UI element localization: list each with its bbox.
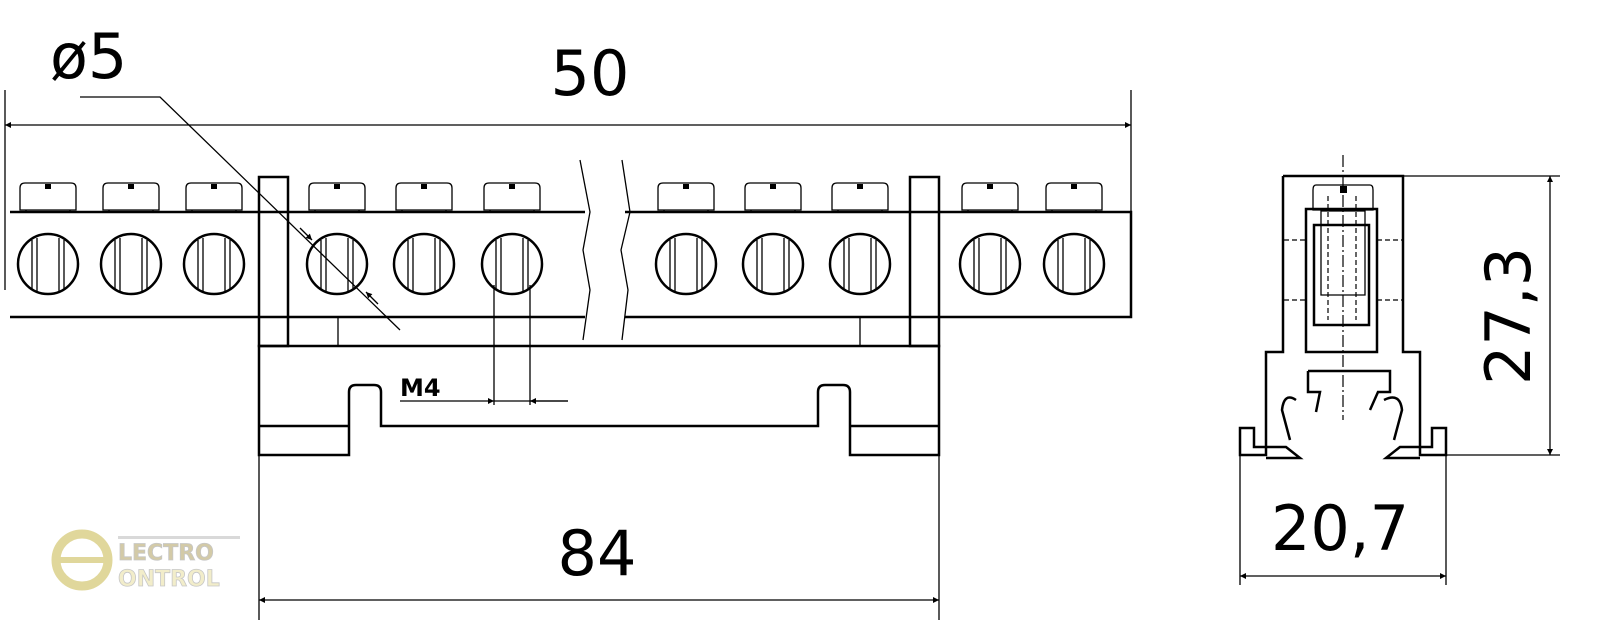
terminal-hole [305,232,369,296]
screw-head [185,182,243,211]
terminal [654,182,718,296]
terminal-hole [741,232,805,296]
terminal-hole [16,232,80,296]
screw-head [961,182,1019,211]
terminal [741,182,805,296]
terminal [392,182,456,296]
terminal-hole [99,232,163,296]
dimension-50: 50 [4,37,1132,290]
front-view [10,159,1133,457]
terminal [99,182,163,296]
dimension-label: 20,7 [1271,492,1409,565]
dimension-label: 27,3 [1472,247,1545,385]
terminals [16,182,1106,296]
terminal [16,182,80,296]
logo-text-2: ONTROL [118,567,220,592]
dimension-hole: ø5 [50,20,401,331]
screw-head [1045,182,1103,211]
bus-bar [10,210,1133,319]
terminal-hole [182,232,246,296]
side-view: 27,3 20,7 [1238,155,1560,585]
dimension-84: 84 [258,455,940,620]
screw-head [395,182,453,211]
dimension-m4: M4 [400,285,568,405]
terminal-hole [1042,232,1106,296]
terminal [182,182,246,296]
screw-head [19,182,77,211]
dimension-label: 50 [551,37,630,110]
dimension-label: M4 [400,374,441,402]
terminal-hole [480,232,544,296]
terminal [958,182,1022,296]
terminal [828,182,892,296]
terminal-hole [828,232,892,296]
screw-head [657,182,715,211]
terminal-hole [392,232,456,296]
screw-head [308,182,366,211]
screw-head [744,182,802,211]
logo-text-1: LECTRO [118,541,214,566]
terminal-hole [654,232,718,296]
dimension-label: 84 [558,517,637,590]
terminal-hole [958,232,1022,296]
break-lines [579,159,631,341]
terminal [305,182,369,296]
terminal [480,182,544,296]
screw-head [102,182,160,211]
post-left [257,175,290,348]
din-base [257,344,941,457]
post-right [908,175,941,348]
support-lines [337,317,861,346]
electrocontrol-logo: LECTRO ONTROL [51,529,240,592]
screw-head [831,182,889,211]
terminal [1042,182,1106,296]
screw-head [483,182,541,211]
dimension-label: ø5 [50,20,127,93]
